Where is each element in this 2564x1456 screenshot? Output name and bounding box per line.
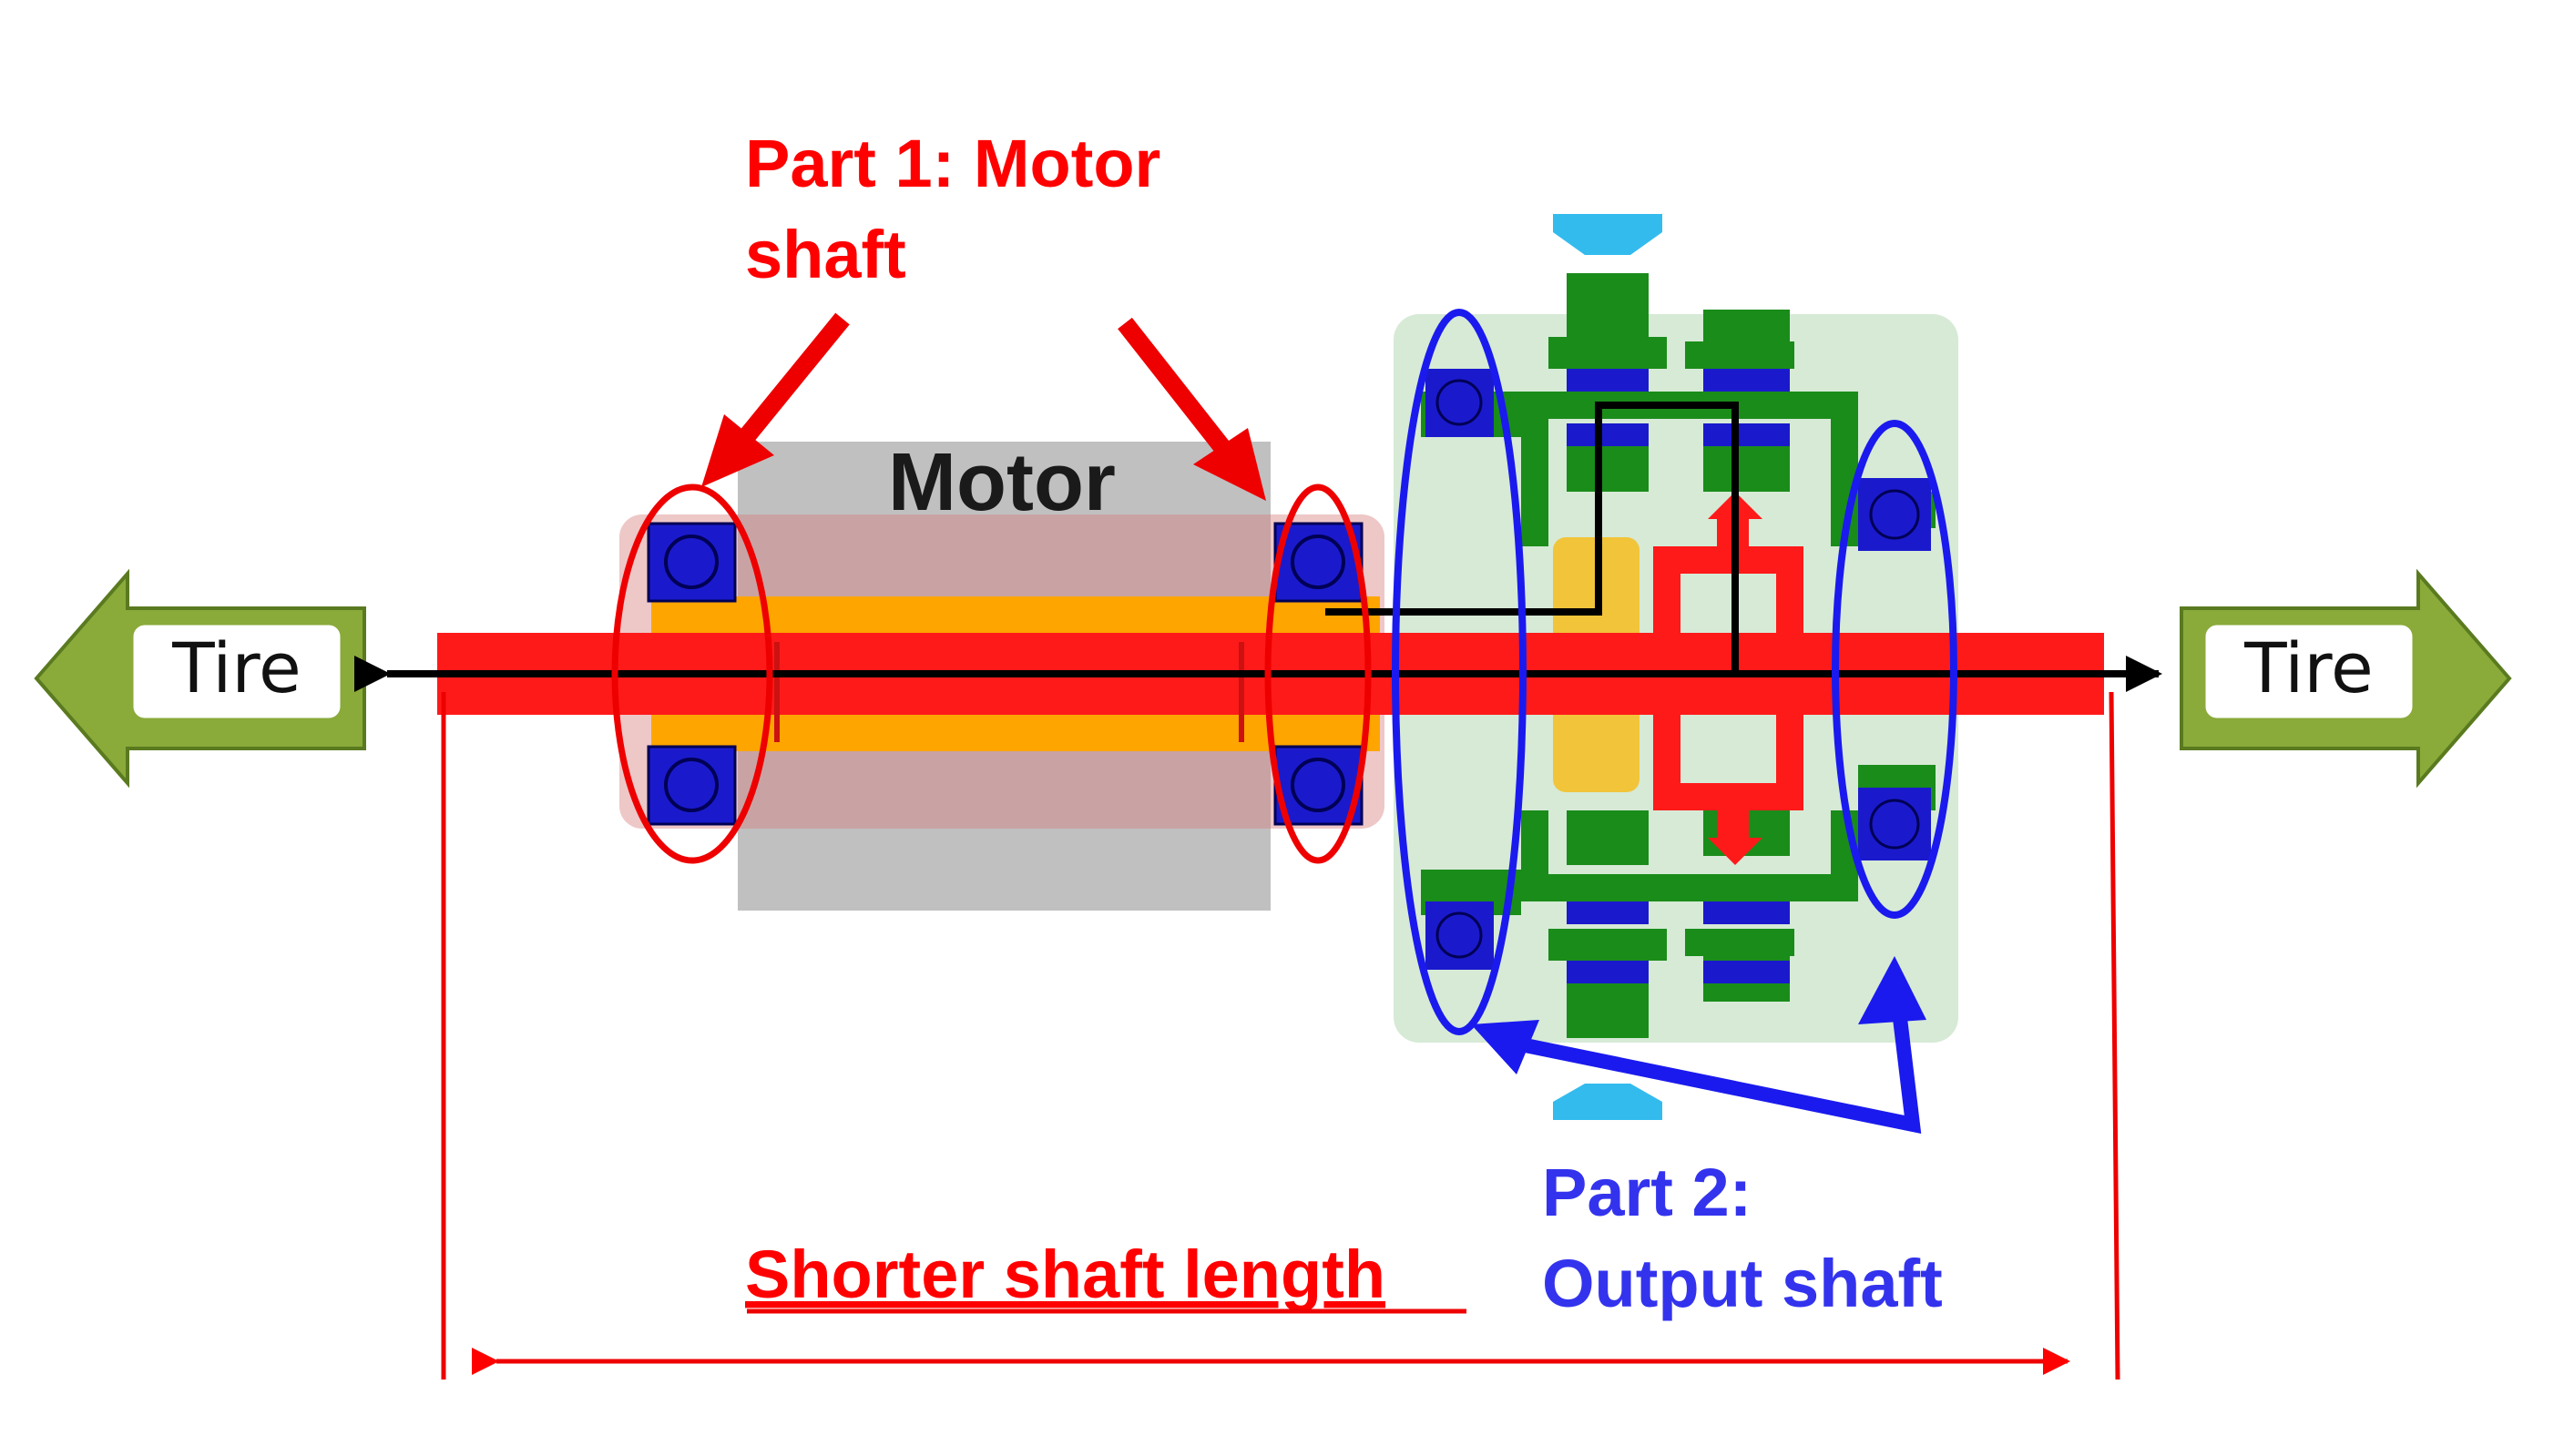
tire-left-arrow: Tire	[34, 568, 366, 789]
bearings	[647, 369, 1931, 970]
part1-label-line2: shaft	[745, 217, 906, 292]
part1-highlight-rings	[611, 484, 1372, 864]
part1-pointer-arrows	[701, 312, 1266, 501]
tire-left-label: Tire	[171, 627, 301, 708]
part2-pointer-arrows	[1510, 1010, 1922, 1135]
part2-label-line2: Output shaft	[1542, 1246, 1943, 1321]
drive-path	[354, 402, 2162, 692]
tire-right-label: Tire	[2243, 627, 2374, 708]
tire-right-arrow: Tire	[2180, 568, 2512, 789]
motor-label: Motor	[888, 437, 1116, 528]
gearbox-caps	[1553, 214, 1662, 1120]
bearing-motor-left-bottom	[647, 745, 737, 826]
bearing-output-left-bottom	[1425, 901, 1494, 970]
part2-label-line1: Part 2:	[1542, 1155, 1752, 1230]
part1-label-line1: Part 1: Motor	[745, 126, 1160, 201]
bearing-output-right-top	[1858, 478, 1931, 551]
bearing-motor-right-bottom	[1273, 745, 1364, 826]
shaft-length-label: Shorter shaft length	[745, 1237, 1385, 1312]
bearing-output-left-top	[1425, 369, 1494, 437]
bearing-output-right-bottom	[1858, 788, 1931, 860]
bearing-motor-left-top	[647, 522, 737, 603]
part2-highlight-rings	[1392, 309, 1957, 1035]
gear-pads	[1567, 369, 1790, 983]
shaft-length-dimension	[441, 691, 2120, 1380]
